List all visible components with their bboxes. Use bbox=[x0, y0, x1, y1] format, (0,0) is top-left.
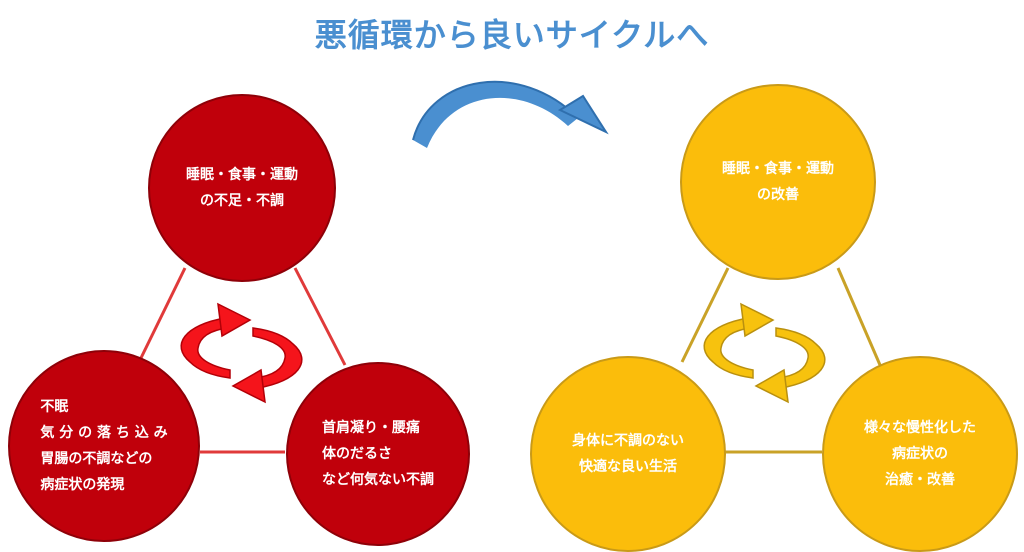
good-cycle-right-circle: 様々な慢性化した 病症状の 治癒・改善 bbox=[822, 356, 1018, 552]
diagram-title: 悪循環から良いサイクルへ bbox=[314, 16, 710, 54]
bad-connector-right bbox=[293, 267, 347, 366]
bad-left-line-1: 不眠 bbox=[40, 399, 69, 415]
good-top-line-2: の改善 bbox=[757, 187, 799, 203]
bad-left-line-4: 病症状の発現 bbox=[40, 477, 125, 493]
bad-connector-left bbox=[138, 267, 187, 361]
curved-arrow-right-icon bbox=[412, 80, 609, 148]
bad-left-line-2: 気 分 の 落 ち 込 み bbox=[40, 425, 168, 441]
good-connector-left bbox=[680, 267, 730, 363]
circular-arrows-icon bbox=[180, 302, 303, 404]
good-left-line-2: 快適な良い生活 bbox=[579, 459, 677, 475]
good-right-line-3: 治癒・改善 bbox=[885, 472, 955, 488]
circular-arrows-icon bbox=[703, 302, 826, 404]
bad-right-line-1: 首肩凝り・腰痛 bbox=[322, 420, 420, 436]
good-right-line-2: 病症状の bbox=[892, 446, 948, 462]
bad-left-line-3: 胃腸の不調などの bbox=[40, 451, 153, 467]
bad-right-line-3: など何気ない不調 bbox=[322, 472, 434, 488]
bad-top-line-1: 睡眠・食事・運動 bbox=[186, 167, 298, 183]
good-right-line-1: 様々な慢性化した bbox=[864, 420, 976, 436]
good-cycle-top-circle: 睡眠・食事・運動 の改善 bbox=[680, 84, 876, 280]
good-cycle-left-circle: 身体に不調のない 快適な良い生活 bbox=[530, 356, 726, 552]
bad-cycle-right-circle: 首肩凝り・腰痛 体のだるさ など何気ない不調 bbox=[286, 362, 470, 546]
bad-right-line-2: 体のだるさ bbox=[322, 446, 392, 462]
good-top-line-1: 睡眠・食事・運動 bbox=[722, 161, 834, 177]
bad-top-line-2: の不足・不調 bbox=[200, 193, 284, 209]
good-connector-right bbox=[836, 267, 882, 366]
good-left-line-1: 身体に不調のない bbox=[572, 433, 684, 449]
bad-cycle-top-circle: 睡眠・食事・運動 の不足・不調 bbox=[148, 94, 336, 282]
bad-cycle-left-circle: 不眠 気 分 の 落 ち 込 み 胃腸の不調などの 病症状の発現 bbox=[8, 350, 200, 542]
